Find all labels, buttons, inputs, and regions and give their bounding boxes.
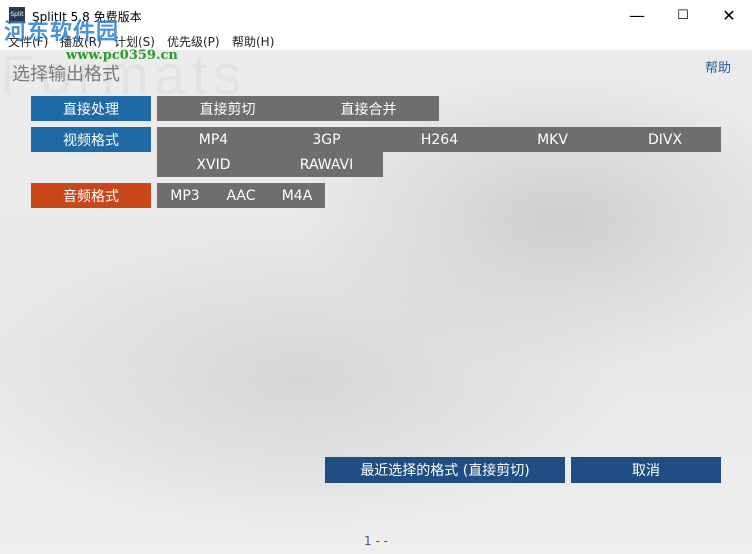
site-watermark-url: www.pc0359.cn [66,48,178,63]
option-3gp[interactable]: 3GP [312,131,341,148]
minimize-button[interactable]: — [614,0,660,30]
title-bar: Split SplitIt 5.8 免费版本 — ☐ ✕ [0,0,752,30]
maximize-icon: ☐ [677,7,689,23]
site-watermark-logo: 河东软件园 [4,19,120,45]
close-button[interactable]: ✕ [706,0,752,30]
page-indicator: 1 - - [364,534,388,548]
option-rawavi[interactable]: RAWAVI [299,156,354,173]
menu-bar: 文件(F) 播放(R) 计划(S) 优先级(P) 帮助(H) [0,30,752,50]
option-direct-merge[interactable]: 直接合并 [340,101,397,118]
video-options-group-row1: MP4 3GP H264 MKV DIVX [157,127,721,152]
option-xvid[interactable]: XVID [196,156,231,173]
option-mp4[interactable]: MP4 [198,131,229,148]
maximize-button[interactable]: ☐ [660,0,706,30]
minimize-icon: — [629,5,645,25]
category-video[interactable]: 视频格式 [31,127,151,152]
menu-play[interactable]: 播放(R) [60,35,102,49]
option-mkv[interactable]: MKV [537,131,568,148]
app-icon: Split [9,7,25,23]
recent-format-button[interactable]: 最近选择的格式 (直接剪切) [325,457,565,483]
category-direct[interactable]: 直接处理 [31,96,151,121]
video-options-group-row2: XVID RAWAVI [157,152,383,177]
window-title: SplitIt 5.8 免费版本 [32,10,142,24]
menu-schedule[interactable]: 计划(S) [114,35,155,49]
menu-priority[interactable]: 优先级(P) [167,35,220,49]
option-divx[interactable]: DIVX [647,131,683,148]
option-m4a[interactable]: M4A [281,187,313,204]
option-direct-cut[interactable]: 直接剪切 [199,101,256,118]
category-audio[interactable]: 音频格式 [31,183,151,208]
help-link[interactable]: 帮助 [705,61,732,76]
menu-file[interactable]: 文件(F) [8,35,49,49]
close-icon: ✕ [722,5,736,25]
main-panel: Formats 选择输出格式 帮助 直接处理 直接剪切 直接合并 视频格式 MP… [0,50,752,554]
audio-options-group: MP3 AAC M4A [157,183,325,208]
option-h264[interactable]: H264 [420,131,459,148]
option-aac[interactable]: AAC [226,187,256,204]
cancel-button[interactable]: 取消 [571,457,721,483]
menu-help[interactable]: 帮助(H) [232,35,275,49]
page-title: 选择输出格式 [12,64,120,85]
direct-options-group: 直接剪切 直接合并 [157,96,439,121]
option-mp3[interactable]: MP3 [170,187,200,204]
